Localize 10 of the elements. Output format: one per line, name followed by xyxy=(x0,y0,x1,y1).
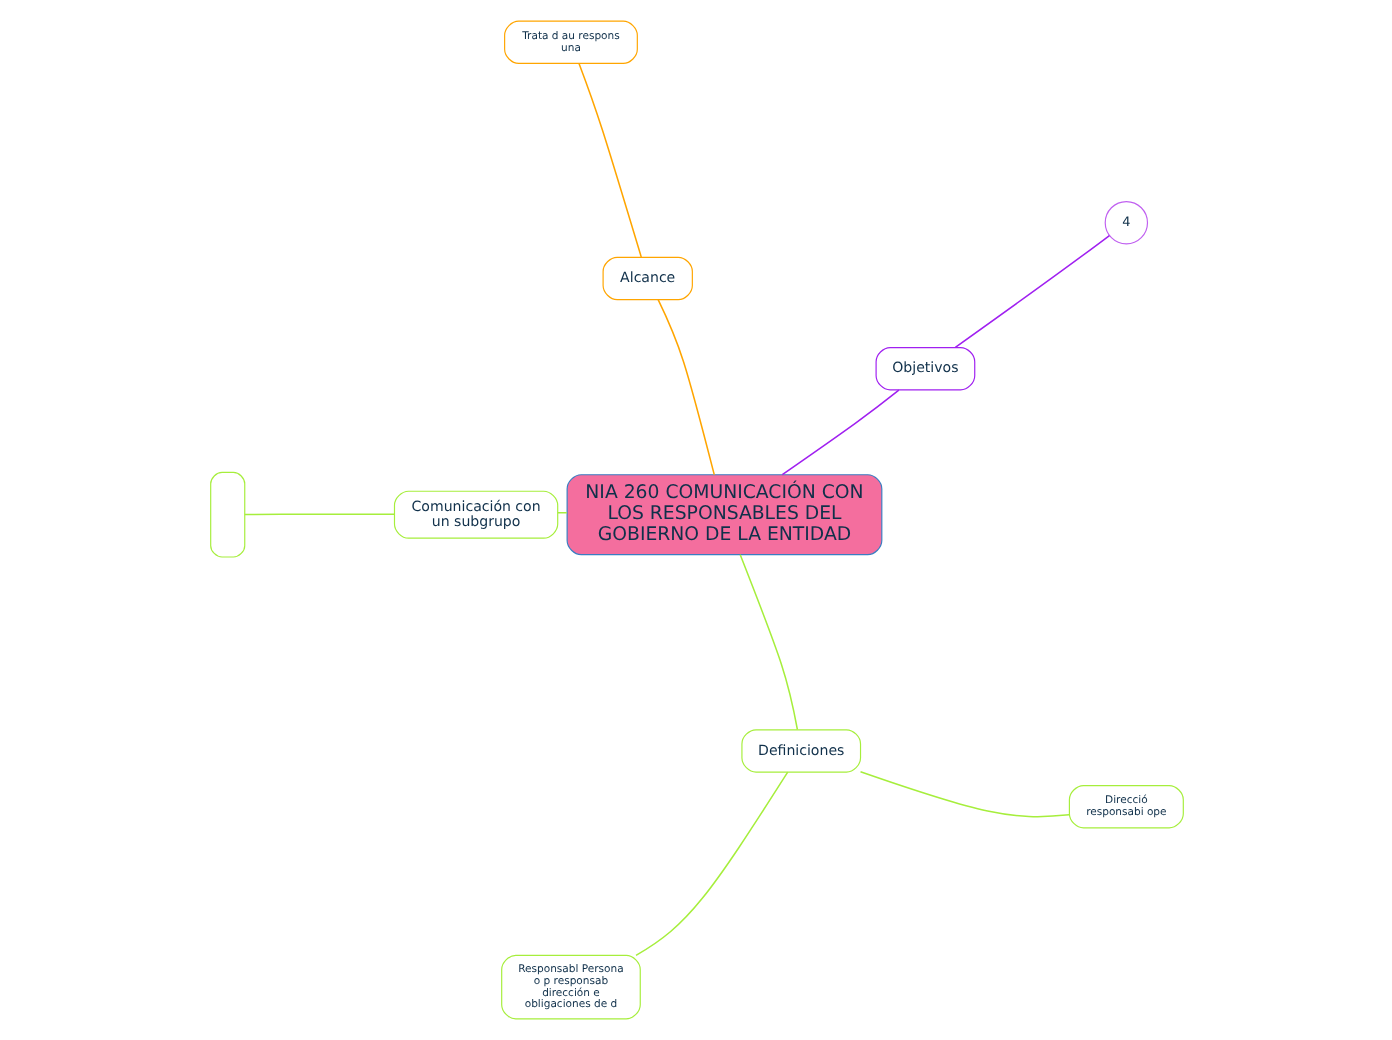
connector xyxy=(953,234,1110,349)
connector xyxy=(577,62,642,258)
connector xyxy=(243,513,395,516)
connector xyxy=(738,554,798,731)
node-box: NIA 260 COMUNICACIÓN CON LOS RESPONSABLES DEL GOBIERNO DE LA ENTIDAD xyxy=(565,474,882,556)
connector xyxy=(780,389,899,476)
connector xyxy=(656,298,714,476)
node-box xyxy=(209,471,245,558)
connector xyxy=(634,771,788,957)
connector xyxy=(858,770,1069,818)
